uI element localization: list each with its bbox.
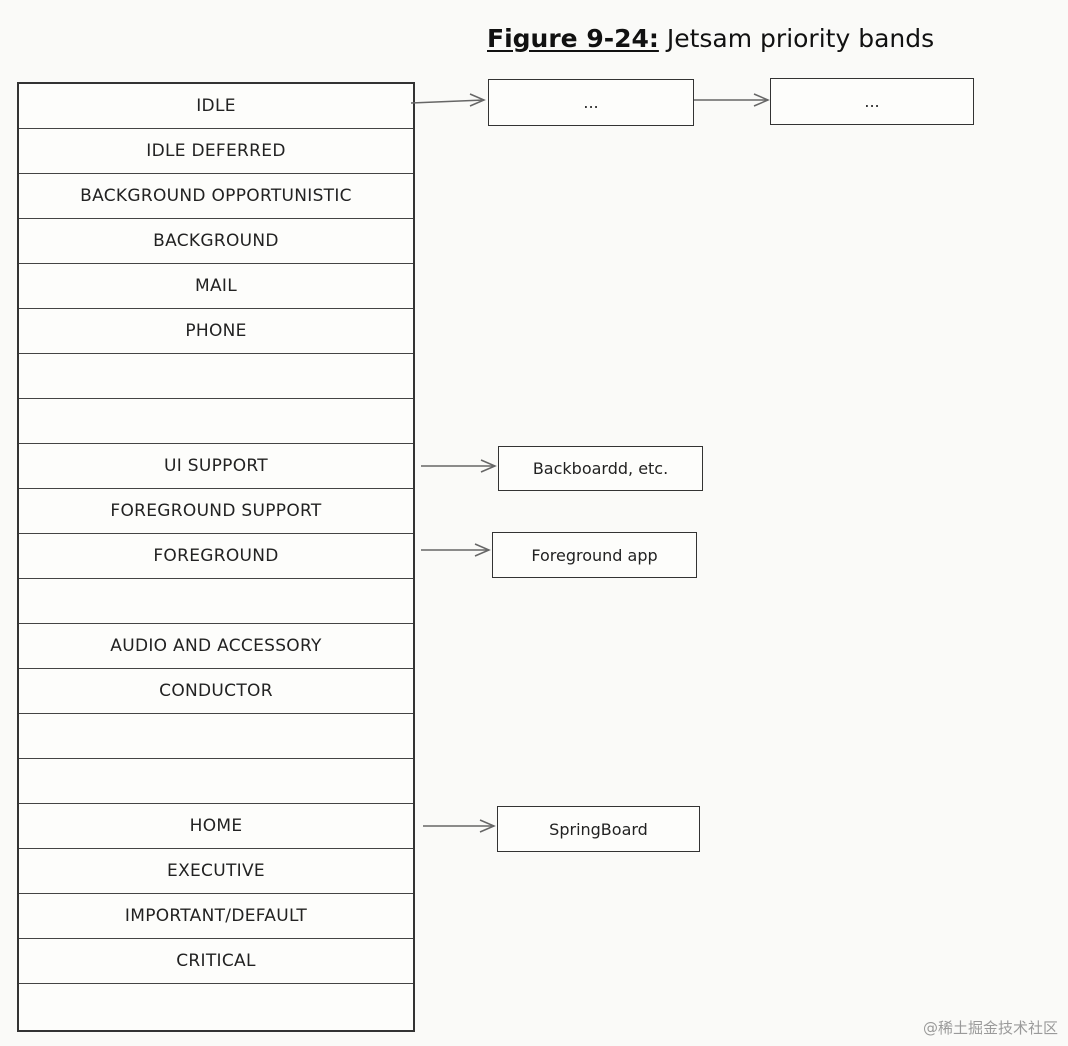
- priority-band-label: FOREGROUND SUPPORT: [110, 501, 322, 521]
- ui-support-target-box-label: Backboardd, etc.: [532, 459, 669, 478]
- priority-band-label: MAIL: [195, 276, 237, 296]
- priority-band-label: BACKGROUND OPPORTUNISTIC: [80, 186, 352, 206]
- priority-band-row: [19, 714, 413, 759]
- priority-band-label: PHONE: [185, 321, 247, 341]
- priority-band-row: IDLE DEFERRED: [19, 129, 413, 174]
- idle-target-box-1-label: ...: [583, 93, 599, 112]
- idle-target-box-2-label: ...: [864, 92, 880, 111]
- priority-band-row: FOREGROUND SUPPORT: [19, 489, 413, 534]
- priority-band-row: PHONE: [19, 309, 413, 354]
- priority-band-row: [19, 759, 413, 804]
- priority-band-row: HOME: [19, 804, 413, 849]
- priority-band-row: IMPORTANT/DEFAULT: [19, 894, 413, 939]
- priority-band-row: CONDUCTOR: [19, 669, 413, 714]
- arrowhead-box1-to-box2: [753, 93, 770, 107]
- priority-band-row: CRITICAL: [19, 939, 413, 984]
- priority-band-stack: IDLE IDLE DEFERRED BACKGROUND OPPORTUNISTI…: [17, 82, 415, 1032]
- priority-band-label: UI SUPPORT: [164, 456, 268, 476]
- arrowhead-foreground-to-box: [474, 543, 491, 557]
- priority-band-row: [19, 354, 413, 399]
- priority-band-label: BACKGROUND: [153, 231, 279, 251]
- figure-label: Figure 9-24:: [487, 24, 659, 53]
- priority-band-row: [19, 399, 413, 444]
- priority-band-label: FOREGROUND: [153, 546, 279, 566]
- arrow-idle-to-box1: [410, 99, 485, 104]
- priority-band-label: CONDUCTOR: [159, 681, 273, 701]
- priority-band-label: IDLE DEFERRED: [146, 141, 286, 161]
- figure-caption: Jetsam priority bands: [666, 24, 935, 53]
- arrowhead-home-to-box: [479, 819, 496, 833]
- priority-band-label: CRITICAL: [176, 951, 256, 971]
- priority-band-row: BACKGROUND: [19, 219, 413, 264]
- priority-band-row: MAIL: [19, 264, 413, 309]
- watermark: @稀土掘金技术社区: [922, 1019, 1058, 1037]
- ui-support-target-box: Backboardd, etc.: [498, 446, 703, 491]
- priority-band-label: IMPORTANT/DEFAULT: [124, 906, 308, 926]
- figure-title: Figure 9-24: Jetsam priority bands: [487, 24, 934, 53]
- priority-band-row: FOREGROUND: [19, 534, 413, 579]
- arrowhead-idle-to-box1: [469, 93, 486, 107]
- priority-band-row: AUDIO AND ACCESSORY: [19, 624, 413, 669]
- idle-target-box-2: ...: [770, 78, 974, 125]
- foreground-target-box: Foreground app: [492, 532, 697, 578]
- priority-band-row: UI SUPPORT: [19, 444, 413, 489]
- priority-band-row: EXECUTIVE: [19, 849, 413, 894]
- priority-band-label: AUDIO AND ACCESSORY: [110, 636, 322, 656]
- priority-band-row: IDLE: [19, 84, 413, 129]
- home-target-box: SpringBoard: [497, 806, 700, 852]
- priority-band-row: [19, 579, 413, 624]
- home-target-box-label: SpringBoard: [549, 819, 648, 839]
- priority-band-row: BACKGROUND OPPORTUNISTIC: [19, 174, 413, 219]
- priority-band-label: IDLE: [196, 96, 236, 116]
- priority-band-label: EXECUTIVE: [167, 861, 265, 881]
- idle-target-box-1: ...: [488, 79, 694, 126]
- foreground-target-box-label: Foreground app: [531, 545, 658, 565]
- arrowhead-ui-support-to-box: [480, 459, 497, 473]
- priority-band-label: HOME: [189, 816, 243, 836]
